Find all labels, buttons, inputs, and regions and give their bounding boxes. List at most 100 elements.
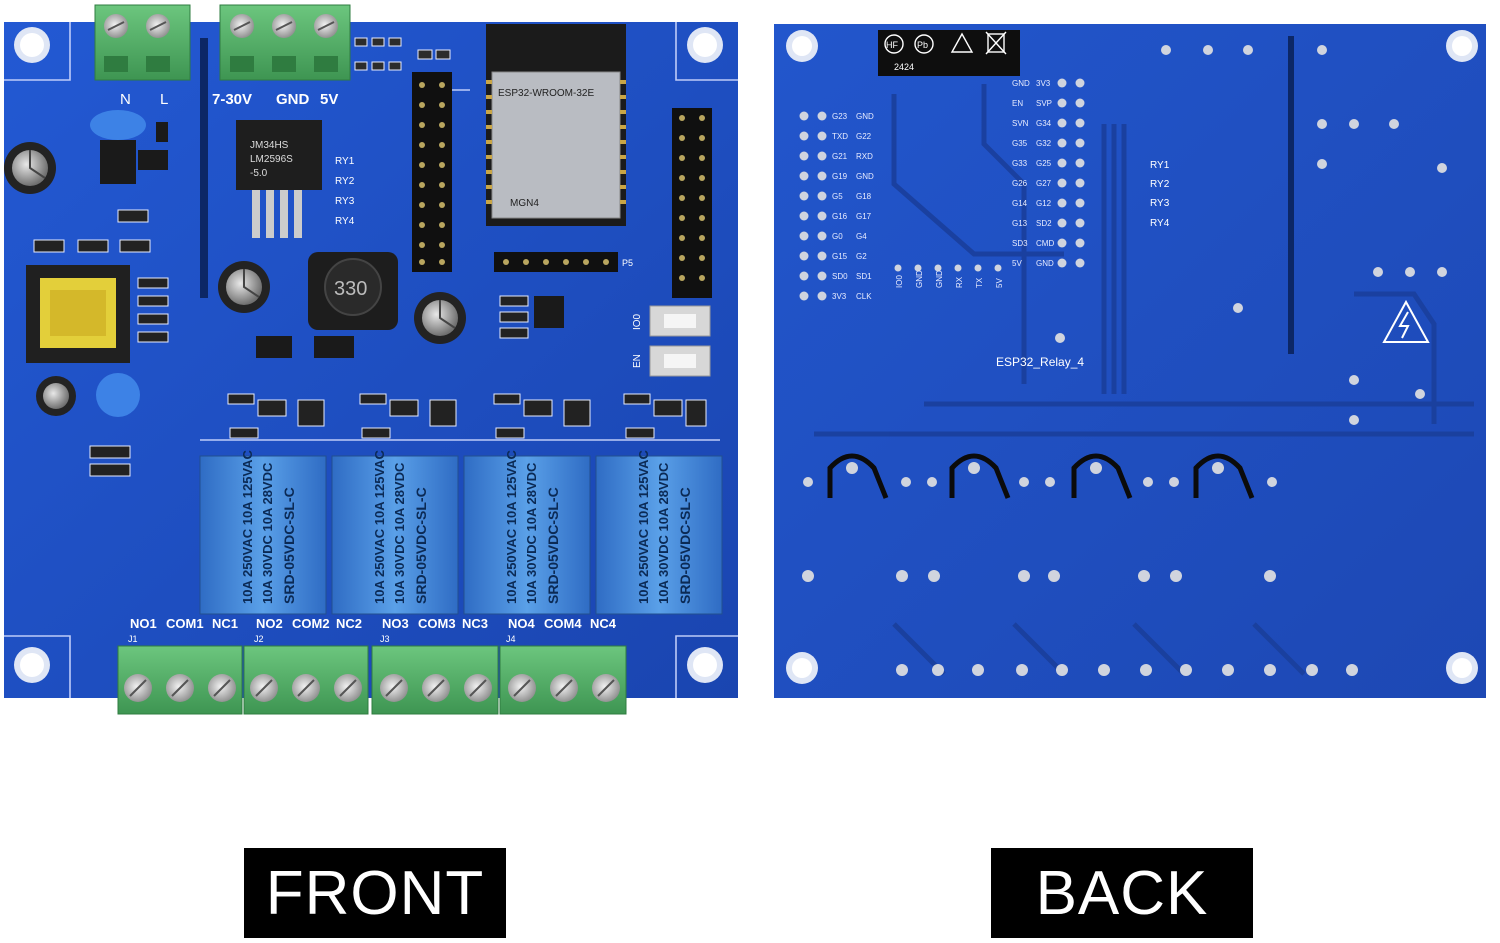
svg-text:RXD: RXD bbox=[856, 152, 873, 161]
output-terminal-blocks bbox=[117, 645, 627, 715]
svg-text:G23: G23 bbox=[832, 112, 848, 121]
pin-header-p5 bbox=[494, 252, 618, 272]
inductor-label: 330 bbox=[334, 278, 367, 300]
svg-text:EN: EN bbox=[1012, 99, 1023, 108]
svg-text:G25: G25 bbox=[1036, 159, 1052, 168]
voltage-regulator: JM34HS LM2596S -5.0 bbox=[236, 120, 322, 238]
label-io0: IO0 bbox=[632, 313, 643, 330]
label-j4: J4 bbox=[506, 634, 516, 644]
svg-text:GND: GND bbox=[1036, 259, 1054, 268]
svg-text:SVP: SVP bbox=[1036, 99, 1052, 108]
svg-text:G19: G19 bbox=[832, 172, 848, 181]
label-p5: P5 bbox=[622, 258, 633, 268]
weee-bin-icon bbox=[987, 33, 1005, 53]
svg-text:G15: G15 bbox=[832, 252, 848, 261]
label-nc1: NC1 bbox=[212, 616, 238, 631]
regulator-top-label: JM34HS bbox=[250, 140, 289, 151]
svg-text:GND: GND bbox=[1012, 79, 1030, 88]
esp32-sub-label: MGN4 bbox=[510, 198, 539, 209]
relay-1: 10A 250VAC 10A 125VAC 10A 30VDC 10A 28VD… bbox=[199, 449, 327, 615]
svg-text:G18: G18 bbox=[856, 192, 872, 201]
label-no1: NO1 bbox=[130, 616, 157, 631]
svg-text:3V3: 3V3 bbox=[1036, 79, 1051, 88]
label-com1: COM1 bbox=[166, 616, 204, 631]
svg-text:SD2: SD2 bbox=[1036, 219, 1052, 228]
pin-header-left bbox=[412, 72, 452, 272]
esd-warning-icon bbox=[950, 32, 974, 53]
svg-text:SRD-05VDC-SL-C: SRD-05VDC-SL-C bbox=[677, 487, 693, 604]
svg-text:RX: RX bbox=[955, 276, 964, 288]
svg-text:G13: G13 bbox=[1012, 219, 1028, 228]
svg-text:G27: G27 bbox=[1036, 179, 1052, 188]
mounting-hole bbox=[14, 27, 723, 683]
label-7-30v: 7-30V bbox=[212, 91, 252, 108]
transformer bbox=[26, 265, 130, 363]
high-voltage-warning-icon bbox=[1382, 299, 1430, 343]
svg-text:G2: G2 bbox=[856, 252, 867, 261]
svg-text:G17: G17 bbox=[856, 212, 872, 221]
back-ry4-label: RY4 bbox=[1150, 218, 1170, 229]
svg-text:10A 250VAC 10A 125VAC: 10A 250VAC 10A 125VAC bbox=[372, 449, 387, 604]
svg-text:10A 250VAC 10A 125VAC: 10A 250VAC 10A 125VAC bbox=[636, 449, 651, 604]
label-nc4: NC4 bbox=[590, 616, 617, 631]
front-board-photo: N L 7-30V GND 5V ESP32-WROOM-32E MGN4 P5 bbox=[0, 0, 740, 720]
pb-mark: Pb bbox=[917, 40, 928, 50]
svg-text:SVN: SVN bbox=[1012, 119, 1029, 128]
svg-text:G21: G21 bbox=[832, 152, 848, 161]
svg-text:SD1: SD1 bbox=[856, 272, 872, 281]
svg-text:G35: G35 bbox=[1012, 139, 1028, 148]
label-en: EN bbox=[632, 354, 643, 368]
svg-text:SRD-05VDC-SL-C: SRD-05VDC-SL-C bbox=[545, 487, 561, 604]
back-serial-pins: IO0 GND GND RX TX 5V bbox=[894, 264, 1004, 288]
label-com2: COM2 bbox=[292, 616, 330, 631]
isolation-slot bbox=[200, 38, 208, 298]
back-label: BACK bbox=[991, 848, 1253, 938]
label-j3: J3 bbox=[380, 634, 390, 644]
label-l: L bbox=[160, 91, 168, 108]
back-ry1-label: RY1 bbox=[1150, 160, 1170, 171]
svg-text:G4: G4 bbox=[856, 232, 867, 241]
svg-text:SRD-05VDC-SL-C: SRD-05VDC-SL-C bbox=[281, 487, 297, 604]
power-inductor: 330 bbox=[308, 252, 398, 330]
label-j2: J2 bbox=[254, 634, 264, 644]
label-no2: NO2 bbox=[256, 616, 283, 631]
svg-text:10A 30VDC 10A 28VDC: 10A 30VDC 10A 28VDC bbox=[392, 462, 407, 604]
svg-text:TX: TX bbox=[975, 277, 984, 288]
date-code: 2424 bbox=[894, 62, 914, 72]
label-nc3: NC3 bbox=[462, 616, 488, 631]
top-terminal-block-dc bbox=[219, 4, 351, 81]
relay-3: 10A 250VAC 10A 125VAC 10A 30VDC 10A 28VD… bbox=[463, 449, 591, 615]
top-terminal-block-ac bbox=[94, 4, 191, 81]
regulator-sub-label: -5.0 bbox=[250, 168, 268, 179]
pin-header-right bbox=[672, 108, 712, 298]
svg-text:G0: G0 bbox=[832, 232, 843, 241]
label-no3: NO3 bbox=[382, 616, 409, 631]
front-ry3-label: RY3 bbox=[335, 196, 355, 207]
svg-text:10A 250VAC 10A 125VAC: 10A 250VAC 10A 125VAC bbox=[504, 449, 519, 604]
svg-text:IO0: IO0 bbox=[895, 275, 904, 288]
label-no4: NO4 bbox=[508, 616, 536, 631]
front-ry2-label: RY2 bbox=[335, 176, 355, 187]
svg-text:5V: 5V bbox=[1012, 259, 1022, 268]
label-5v: 5V bbox=[320, 91, 338, 108]
svg-text:GND: GND bbox=[915, 270, 924, 288]
front-ry4-label: RY4 bbox=[335, 216, 355, 227]
svg-text:GND: GND bbox=[935, 270, 944, 288]
svg-text:SD0: SD0 bbox=[832, 272, 848, 281]
certification-marks: HF Pb 2424 bbox=[878, 30, 1020, 76]
label-n: N bbox=[120, 91, 131, 108]
back-ry3-label: RY3 bbox=[1150, 198, 1170, 209]
svg-text:G26: G26 bbox=[1012, 179, 1028, 188]
back-isolation-slot bbox=[1288, 36, 1294, 354]
svg-text:SD3: SD3 bbox=[1012, 239, 1028, 248]
back-pcb bbox=[774, 24, 1486, 698]
label-j1: J1 bbox=[128, 634, 138, 644]
svg-text:GND: GND bbox=[856, 172, 874, 181]
svg-text:CMD: CMD bbox=[1036, 239, 1054, 248]
capacitor bbox=[4, 142, 466, 416]
push-button bbox=[649, 305, 711, 377]
svg-text:G5: G5 bbox=[832, 192, 843, 201]
